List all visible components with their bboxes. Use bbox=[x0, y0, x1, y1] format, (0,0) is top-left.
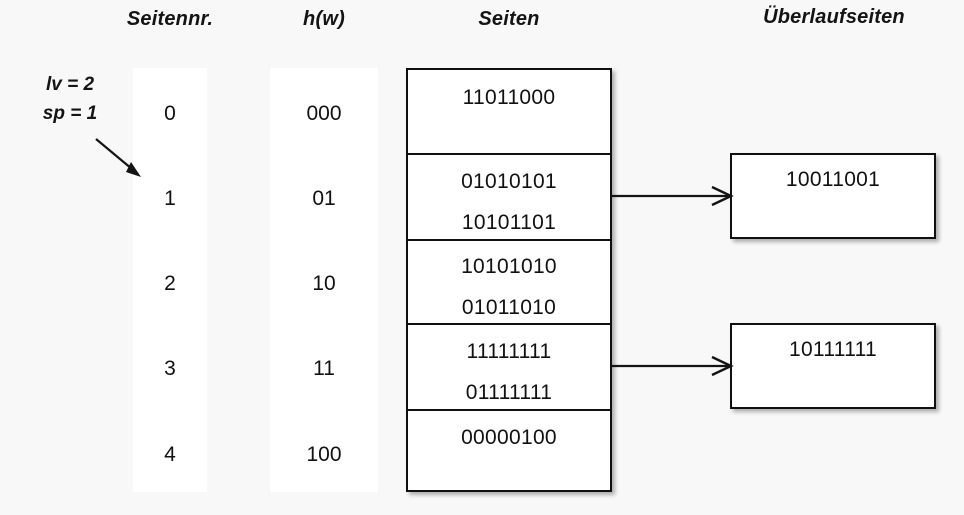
parameter-sp: sp = 1 bbox=[42, 103, 98, 124]
page-entry: 01011010 bbox=[461, 296, 557, 319]
column-header-seitennr: Seitennr. bbox=[126, 8, 214, 30]
overflow-box-2: 10111111 bbox=[730, 323, 936, 409]
seitennr-cell-3: 3 bbox=[164, 357, 176, 380]
hw-cell-3: 11 bbox=[313, 357, 335, 380]
hw-column: 000 01 10 11 100 bbox=[270, 68, 378, 492]
parameter-annotations: lv = 2 sp = 1 bbox=[10, 70, 130, 128]
parameter-lv: lv = 2 bbox=[45, 74, 95, 95]
page-entry: 00000100 bbox=[461, 426, 557, 449]
page-bucket-2: 10101010 01011010 bbox=[408, 241, 610, 325]
seitennr-cell-1: 1 bbox=[164, 187, 176, 210]
column-header-seiten: Seiten bbox=[478, 8, 540, 30]
seitennr-column: 0 1 2 3 4 bbox=[133, 68, 207, 492]
hw-cell-0: 000 bbox=[306, 102, 342, 125]
column-header-hw: h(w) bbox=[303, 8, 345, 30]
hw-cell-4: 100 bbox=[306, 443, 342, 466]
seitennr-cell-4: 4 bbox=[164, 443, 176, 466]
overflow-entry: 10111111 bbox=[788, 338, 878, 361]
seiten-page-stack: 11011000 01010101 10101101 10101010 0101… bbox=[406, 68, 612, 492]
page-entry: 10101101 bbox=[461, 211, 557, 234]
hw-cell-1: 01 bbox=[312, 187, 336, 210]
page-entry: 10101010 bbox=[461, 255, 557, 278]
page-entry: 11111111 bbox=[466, 340, 552, 363]
overflow-entry: 10011001 bbox=[785, 168, 881, 191]
overflow-arrow-1-icon bbox=[612, 185, 734, 207]
seitennr-cell-2: 2 bbox=[164, 272, 176, 295]
page-bucket-4: 00000100 bbox=[408, 411, 610, 490]
page-entry: 01111111 bbox=[465, 381, 553, 404]
page-entry: 01010101 bbox=[461, 170, 557, 193]
page-bucket-1: 01010101 10101101 bbox=[408, 155, 610, 241]
page-entry: 11011000 bbox=[462, 86, 556, 109]
column-header-ueberlaufseiten: Überlaufseiten bbox=[763, 6, 905, 28]
hw-cell-2: 10 bbox=[312, 272, 336, 295]
overflow-arrow-2-icon bbox=[612, 355, 734, 377]
page-bucket-0: 11011000 bbox=[408, 70, 610, 155]
page-bucket-3: 11111111 01111111 bbox=[408, 325, 610, 411]
overflow-box-1: 10011001 bbox=[730, 153, 936, 239]
seitennr-cell-0: 0 bbox=[164, 102, 176, 125]
